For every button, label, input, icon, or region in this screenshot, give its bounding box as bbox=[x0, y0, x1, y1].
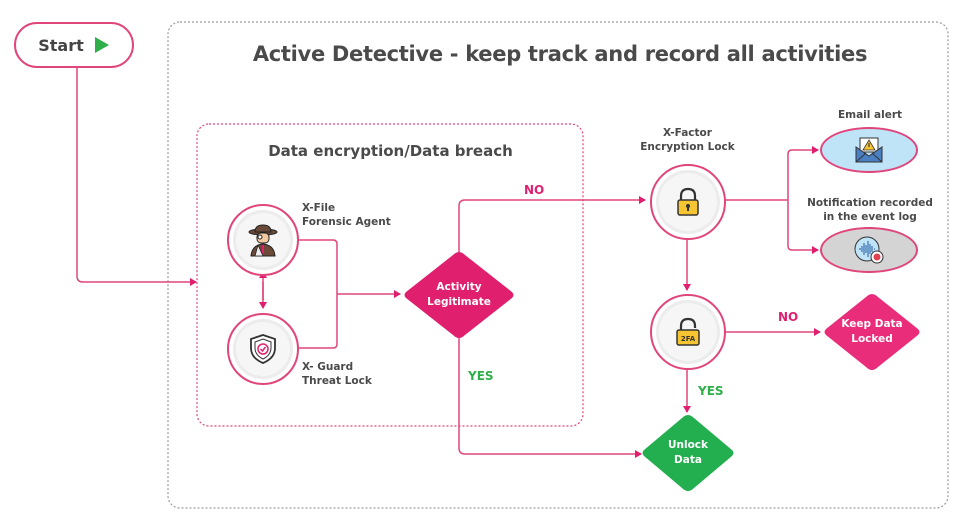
edge-label-activity-no: NO bbox=[524, 183, 545, 197]
activity-legitimate-text: Activity Legitimate bbox=[427, 281, 491, 308]
email-alert-label: Email alert bbox=[837, 109, 903, 121]
edge-forensic-merge bbox=[299, 239, 338, 349]
threat-lock-node[interactable] bbox=[227, 313, 299, 385]
forensic-agent-label: X-File Forensic Agent bbox=[302, 202, 391, 228]
edge-start-to-group bbox=[76, 68, 197, 286]
encryption-lock-label: X-Factor Encryption Lock bbox=[640, 127, 735, 153]
email-warning-icon bbox=[855, 137, 883, 163]
twofa-lock-node[interactable]: 2FA bbox=[650, 294, 726, 370]
diamond-shape bbox=[642, 415, 734, 491]
edge-branch-email bbox=[787, 146, 819, 200]
edge-label-2fa-no: NO bbox=[778, 310, 799, 324]
start-label: Start bbox=[38, 35, 84, 55]
edge-label-2fa-yes: YES bbox=[698, 384, 724, 398]
diamond-shape bbox=[824, 294, 920, 370]
edge-label-activity-yes: YES bbox=[468, 369, 494, 383]
unlock-data-node[interactable]: Unlock Data bbox=[640, 413, 736, 493]
email-alert-node[interactable] bbox=[820, 127, 918, 173]
threat-lock-label: X- Guard Threat Lock bbox=[302, 361, 372, 387]
event-log-label: Notification recorded in the event log bbox=[807, 197, 933, 223]
keep-data-locked-text: Keep Data Locked bbox=[841, 318, 903, 345]
unlock-data-text: Unlock Data bbox=[667, 439, 709, 466]
outer-frame bbox=[167, 21, 949, 509]
edge-branch-log bbox=[787, 200, 819, 254]
detective-icon bbox=[248, 224, 278, 257]
group-title: Data encryption/Data breach bbox=[268, 142, 513, 160]
play-icon bbox=[94, 37, 109, 53]
edge-activity-yes bbox=[458, 338, 642, 458]
encryption-lock-node[interactable] bbox=[650, 164, 726, 240]
event-log-node[interactable] bbox=[820, 227, 918, 273]
start-button[interactable]: Start bbox=[14, 22, 134, 68]
padlock-icon bbox=[677, 187, 699, 216]
forensic-agent-node[interactable] bbox=[227, 204, 299, 276]
padlock-2fa-icon: 2FA bbox=[676, 317, 700, 346]
edge-activity-no bbox=[458, 196, 646, 252]
diamond-shape bbox=[404, 252, 514, 338]
group-frame bbox=[196, 123, 584, 427]
shield-check-icon bbox=[250, 334, 276, 364]
activity-legitimate-decision[interactable]: Activity Legitimate bbox=[402, 250, 516, 340]
keep-data-locked-node[interactable]: Keep Data Locked bbox=[822, 292, 922, 372]
audio-record-icon bbox=[854, 236, 884, 264]
twofa-badge: 2FA bbox=[681, 335, 696, 343]
page-title: Active Detective - keep track and record… bbox=[252, 42, 868, 66]
